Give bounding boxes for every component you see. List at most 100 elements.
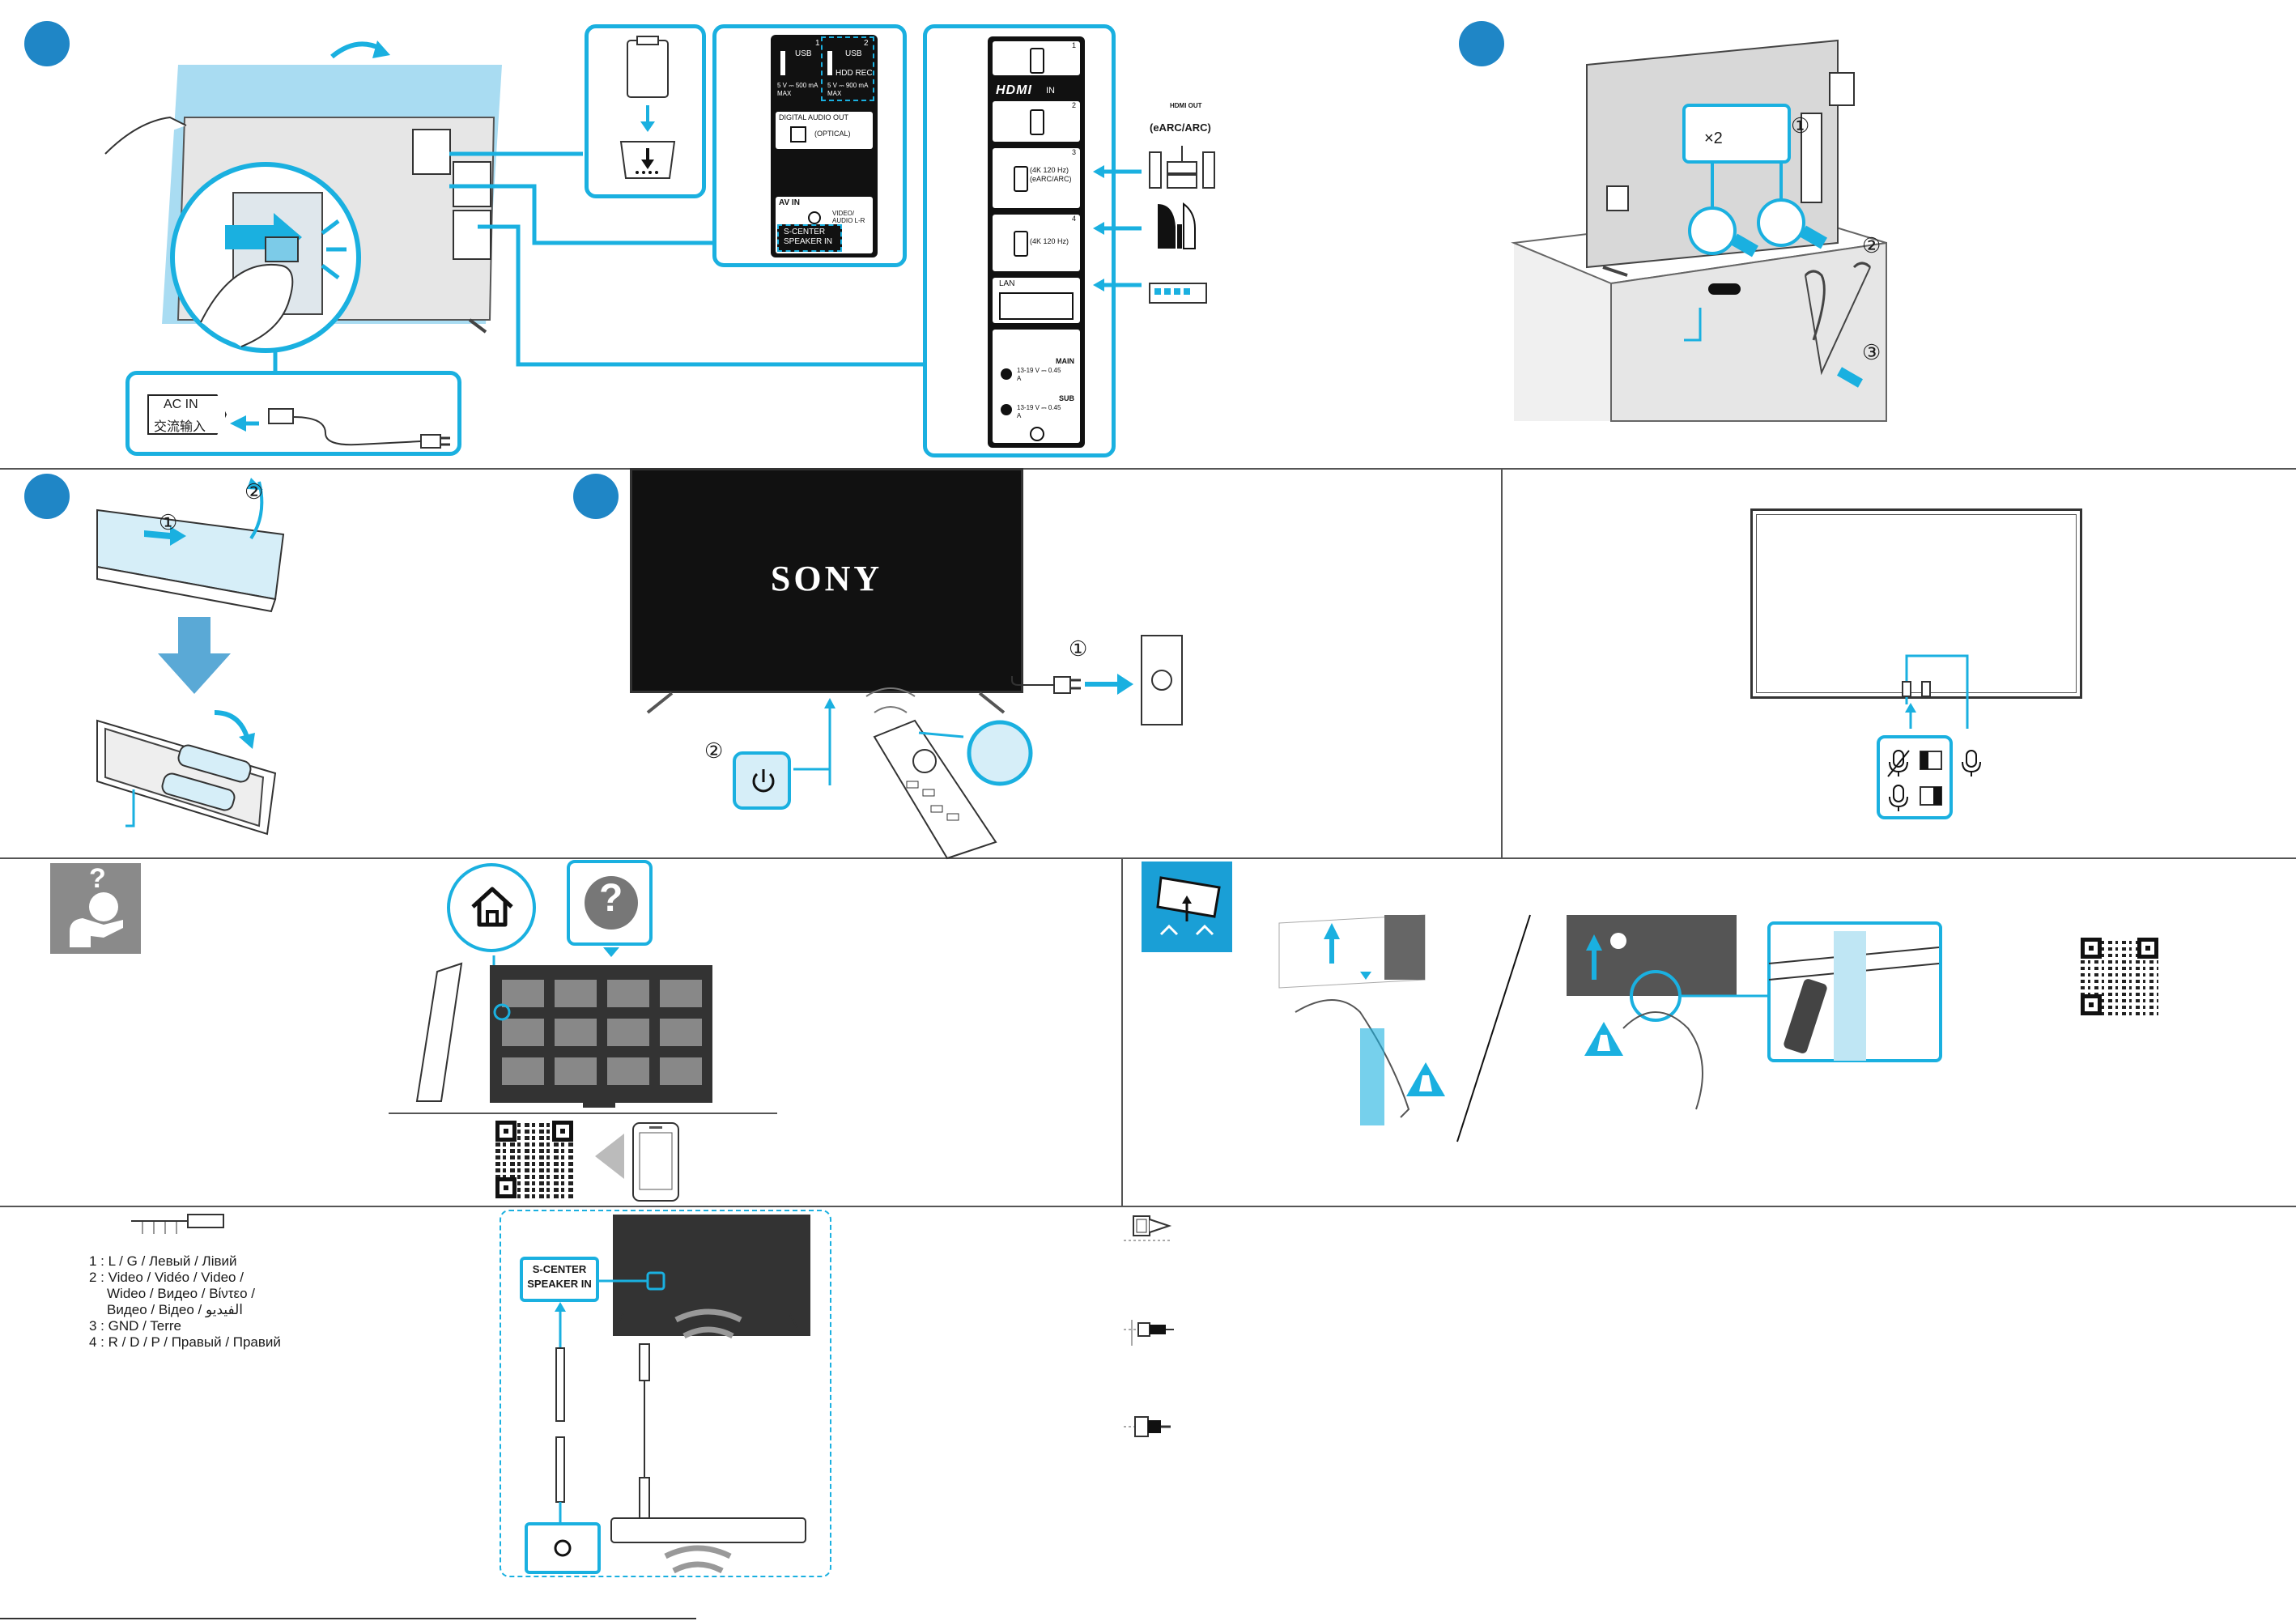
footer-rule [0, 1618, 696, 1619]
tv-inner-bezel [1756, 514, 2077, 693]
wall-step-1: ① [1791, 113, 1810, 138]
help-icon-question-mark: ? [599, 877, 623, 920]
av-in-label: AV IN [779, 198, 800, 207]
battery-insert-illustration [96, 710, 277, 836]
power-cord-icon [230, 408, 450, 449]
divider-row-3 [0, 1206, 2296, 1207]
s-center-callout-line1: S-CENTER [532, 1263, 587, 1275]
divider-row-1 [0, 468, 2296, 470]
ac-in-label-box: AC IN 交流输入 [147, 394, 227, 435]
warning-icon [1406, 1062, 1445, 1096]
mic-switch-callout [1877, 654, 1969, 819]
microphone-icon [1889, 785, 1908, 811]
hdmi-logo: HDMI [996, 83, 1032, 97]
hdmi2-port[interactable] [1030, 109, 1044, 135]
usb2-rating: 5 V ⎓ 900 mA MAX [827, 82, 868, 97]
smartphone-icon [632, 1122, 679, 1202]
card-slot-icon [619, 36, 676, 179]
warning-icon-2 [1584, 1022, 1623, 1056]
pinout-line-2: 2 : Video / Vidéo / Video / [89, 1270, 244, 1285]
s-center-highlight: S-CENTER SPEAKER IN [777, 224, 842, 252]
tv-front: SONY [630, 468, 1023, 693]
earc-label: (eARC/ARC) [1150, 121, 1211, 134]
pinout-line-3: Wideo / Видео / Βίντεο / [107, 1286, 255, 1301]
hdmi1-number: 1 [1072, 41, 1077, 49]
usb2-label: USB [845, 49, 862, 58]
hdmi-panel: 1 HDMI IN 2 3 (4K 120 Hz) (eARC/ARC) 4 (… [988, 36, 1085, 448]
usb2-number: 2 [864, 39, 869, 48]
wall-step-3: ③ [1862, 340, 1881, 364]
hdmi2-number: 2 [1072, 101, 1077, 109]
help-screen-illustration [389, 947, 777, 1114]
power-step-1: ① [1069, 636, 1088, 661]
s-center-callout-line2: SPEAKER IN [527, 1278, 592, 1290]
card-insert-zoom [170, 162, 361, 353]
antenna-port[interactable] [1030, 427, 1044, 441]
home-button-callout[interactable] [447, 863, 536, 952]
stand-removal-tile [1142, 862, 1232, 952]
remote-cover-illustration [96, 478, 285, 613]
soundbar-system-icon [1149, 146, 1215, 189]
hdmi2-area: 2 [993, 101, 1080, 142]
usb1-port[interactable] [780, 51, 785, 75]
lan-port[interactable] [999, 292, 1074, 320]
usb1-label: USB [795, 49, 812, 58]
hdmi3-label: (4K 120 Hz) (eARC/ARC) [1030, 166, 1072, 183]
hdmi3-port[interactable] [1014, 166, 1028, 192]
hdmi-in-label: IN [1046, 86, 1055, 96]
brand-logo: SONY [770, 559, 883, 598]
hdmi-connector-icon [1124, 1416, 1171, 1437]
stand-removal-illustration-right [1567, 915, 1942, 1110]
step-number-4 [573, 474, 619, 519]
hdmi-out-label: HDMI OUT [1170, 102, 1202, 109]
lan-label: LAN [999, 279, 1015, 288]
coaxial-connector-icon [1124, 1320, 1174, 1346]
hdmi4-label: (4K 120 Hz) [1030, 237, 1069, 245]
sub-label: SUB [1059, 394, 1075, 402]
usb1-rating: 5 V ⎓ 500 mA MAX [777, 82, 818, 97]
av-in-port[interactable] [808, 211, 821, 224]
av-plug-pinout-icon [131, 1214, 224, 1234]
remote-step-2: ② [244, 479, 264, 504]
home-icon [471, 887, 513, 927]
digital-audio-area: DIGITAL AUDIO OUT (OPTICAL) [776, 112, 873, 149]
remote-pointing-illustration [873, 719, 1033, 860]
pinout-line-1: 1 : L / G / Левый / Лівий [89, 1253, 237, 1269]
stand-removal-illustration-left [1278, 914, 1531, 1142]
optical-connector-icon [1124, 1215, 1172, 1241]
tv-securing-illustration [1511, 39, 1887, 422]
hdmi4-area: 4 (4K 120 Hz) [993, 215, 1080, 271]
help-tile: ? [50, 863, 141, 954]
power-icon [752, 769, 775, 793]
help-button-callout[interactable]: ? [567, 860, 653, 946]
optical-port[interactable] [790, 126, 806, 143]
hdmi1-area: 1 [993, 41, 1080, 75]
help-icon [585, 876, 638, 930]
sub-rating: 13-19 V ⎓ 0.45 A [1017, 404, 1061, 419]
help-tile-question-mark: ? [89, 863, 106, 894]
usb2-port[interactable] [827, 51, 832, 75]
main-port[interactable] [1001, 368, 1012, 380]
left-arrow-grey [595, 1134, 624, 1179]
device-arrows [1093, 165, 1142, 291]
main-label: MAIN [1056, 357, 1074, 365]
step-number-1 [24, 21, 70, 66]
game-console-icon [1158, 202, 1196, 249]
tv-lift-icon [1156, 876, 1221, 936]
person-question-icon [70, 892, 123, 947]
hdmi4-port[interactable] [1014, 231, 1028, 257]
wall-x2-label: ×2 [1704, 130, 1723, 147]
hdmi1-port[interactable] [1030, 48, 1044, 74]
digital-audio-out-label: DIGITAL AUDIO OUT [779, 113, 849, 121]
power-button-zoom[interactable] [733, 751, 791, 810]
usb1-number: 1 [815, 39, 820, 48]
ac-in-box: AC IN 交流输入 [125, 371, 461, 456]
ac-in-label-cn: 交流输入 [154, 420, 206, 434]
down-arrow [158, 617, 231, 694]
hdmi3-number: 3 [1072, 148, 1077, 156]
s-center-cabling [525, 1271, 806, 1574]
video-audio-label: VIDEO/ AUDIO L-R [832, 210, 865, 224]
sub-port[interactable] [1001, 404, 1012, 415]
divider-col-1 [1501, 468, 1503, 857]
av-in-area: AV IN VIDEO/ AUDIO L-R S-CENTER SPEAKER … [776, 197, 873, 253]
